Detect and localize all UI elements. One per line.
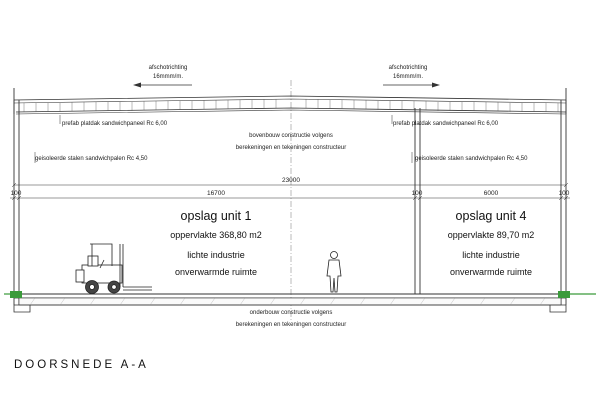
- dimension-wall-mid: 100: [412, 190, 423, 197]
- roof: [13, 95, 567, 115]
- superstructure-line1: bovenbouw constructie volgens: [249, 133, 333, 139]
- dimension-wall-left: 100: [11, 190, 22, 197]
- roof-label-right: prefab platdak sandwichpaneel Rc 6,00: [393, 121, 499, 127]
- substructure-line2: berekeningen en tekeningen constructeur: [236, 322, 346, 328]
- floor-hatch: [29, 297, 546, 306]
- dimension-parts-line: [10, 195, 570, 201]
- slope-right-line1: afschotrichting: [389, 65, 428, 71]
- wall-label-left: geisoleerde stalen sandwichpalen Rc 4,50: [35, 156, 148, 162]
- unit4-space: onverwarmde ruimte: [450, 267, 532, 277]
- roof-label-left: prefab platdak sandwichpaneel Rc 6,00: [62, 121, 168, 127]
- unit1-use: lichte industrie: [187, 250, 245, 260]
- dimension-unit1: 16700: [207, 190, 225, 197]
- wall-right: [560, 88, 567, 305]
- unit1-space: onverwarmde ruimte: [175, 267, 257, 277]
- dimension-total: 23000: [282, 177, 300, 184]
- floor-slab: [14, 293, 566, 306]
- slope-left-line2: 16mmm/m.: [153, 74, 183, 80]
- roof-truss: [23, 99, 559, 112]
- wall-middle: [414, 108, 421, 294]
- unit1-name: opslag unit 1: [181, 209, 252, 223]
- wall-left: [13, 88, 20, 305]
- dimension-total-line: [11, 182, 569, 188]
- wall-label-right: geisoleerde stalen sandwichpalen Rc 4,50: [415, 156, 528, 162]
- unit1-area: oppervlakte 368,80 m2: [170, 230, 262, 240]
- slope-arrow-left: [133, 82, 192, 88]
- unit4-use: lichte industrie: [462, 250, 520, 260]
- person-figure-icon: [326, 251, 342, 293]
- slope-right-line2: 16mmm/m.: [393, 74, 423, 80]
- dimension-wall-right: 100: [559, 190, 570, 197]
- slope-arrow-right: [383, 82, 440, 88]
- ground-level: [4, 291, 596, 298]
- section-title: DOORSNEDE A-A: [14, 359, 149, 371]
- forklift-icon: [75, 243, 152, 294]
- foundations: [13, 305, 567, 313]
- slope-left-line1: afschotrichting: [149, 65, 188, 71]
- dimension-unit4: 6000: [484, 190, 499, 197]
- substructure-line1: onderbouw constructie volgens: [250, 310, 333, 316]
- superstructure-line2: berekeningen en tekeningen constructeur: [236, 145, 346, 151]
- unit4-area: oppervlakte 89,70 m2: [448, 230, 535, 240]
- unit4-name: opslag unit 4: [456, 209, 527, 223]
